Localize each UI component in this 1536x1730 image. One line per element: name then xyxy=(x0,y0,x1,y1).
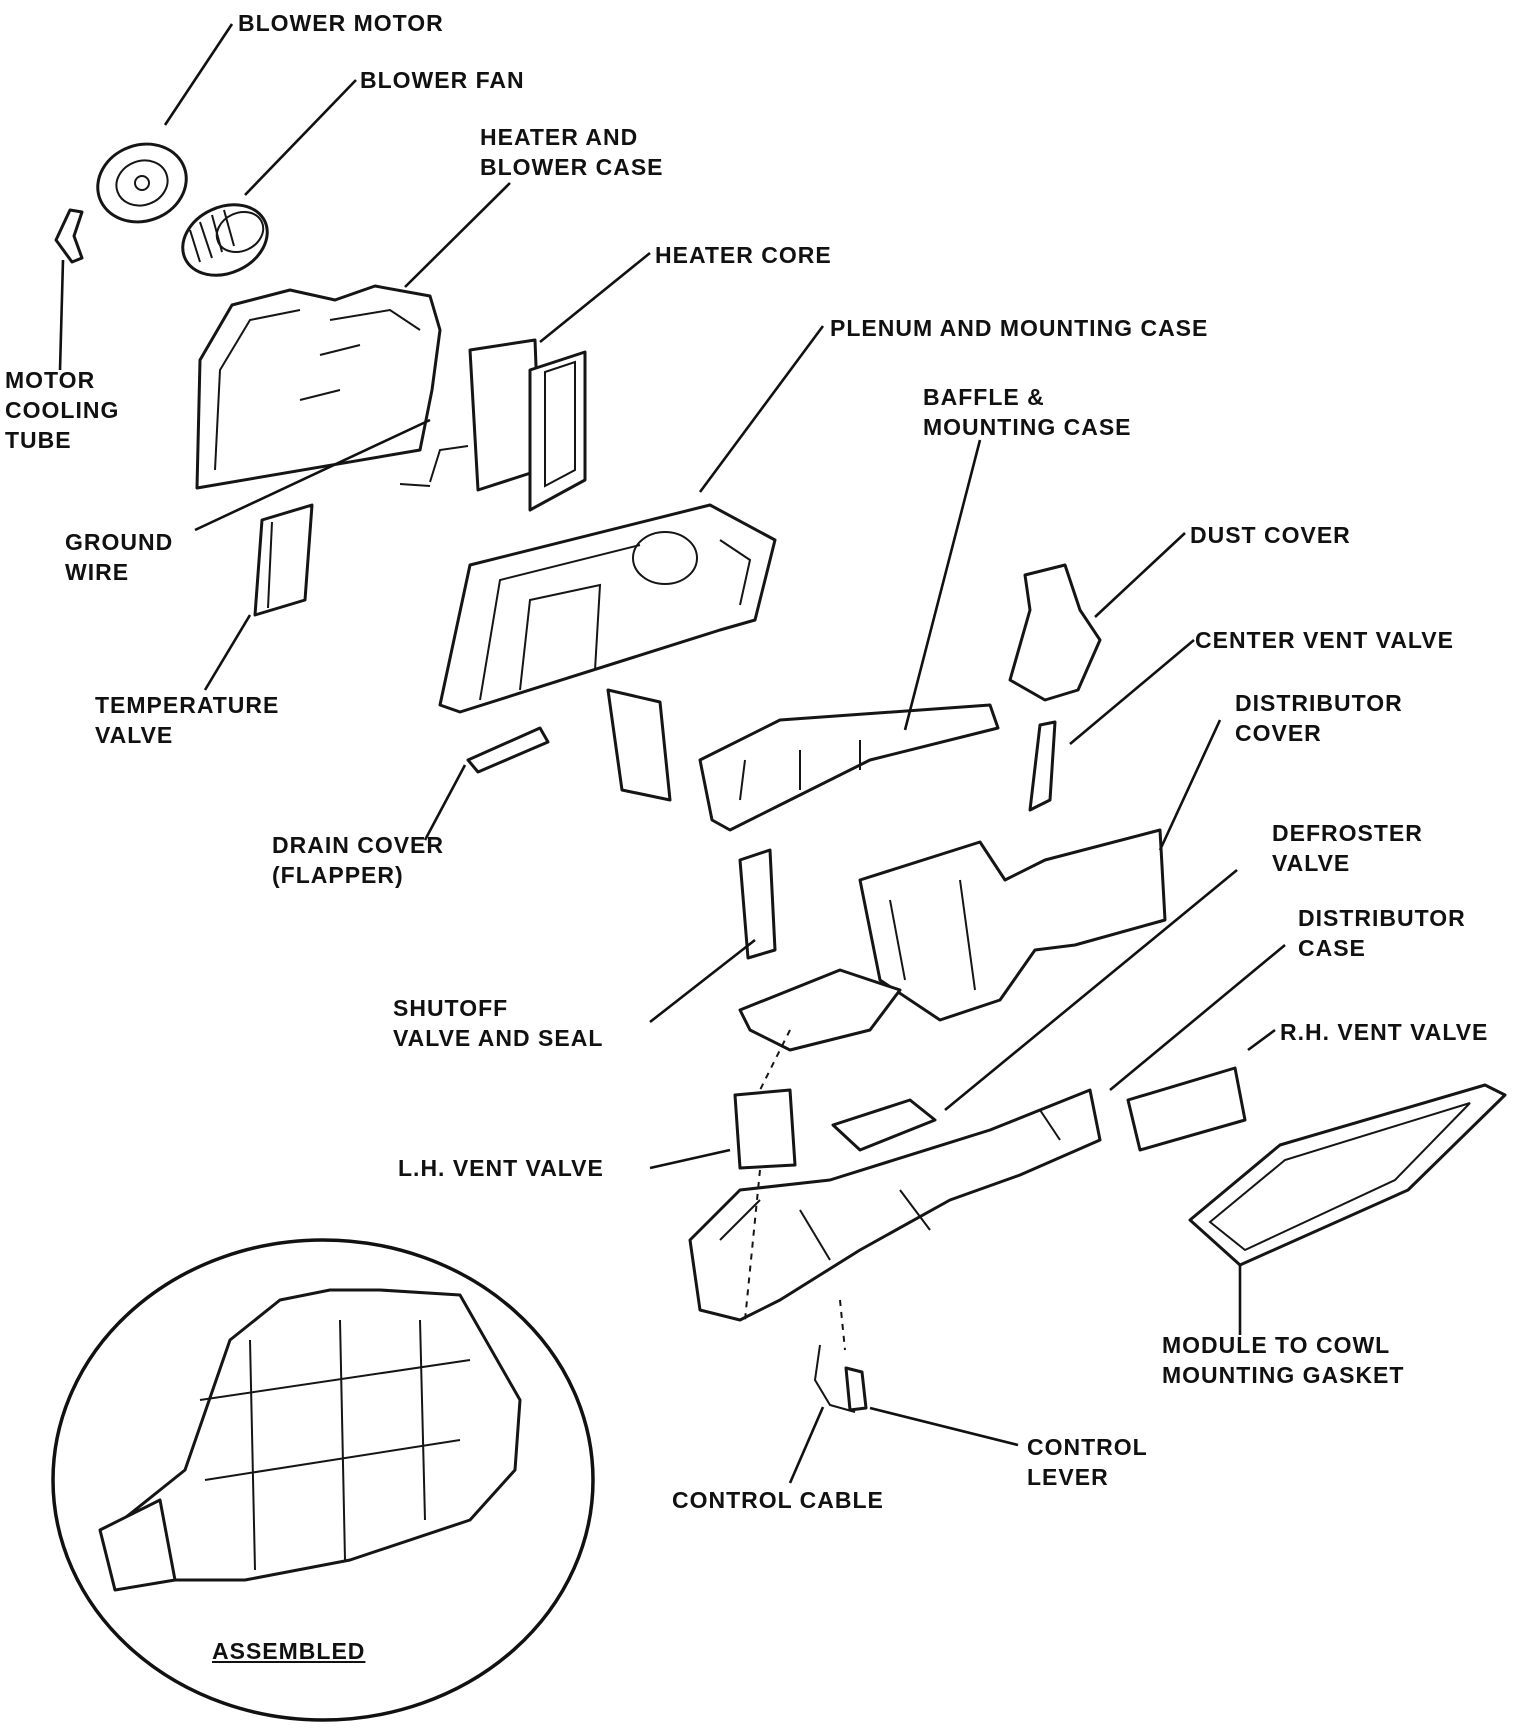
label-defroster-valve: DEFROSTER VALVE xyxy=(1272,820,1423,876)
alignment-dashes xyxy=(744,1029,846,1351)
defroster-valve-part xyxy=(831,1098,937,1152)
label-blower-motor: BLOWER MOTOR xyxy=(238,10,444,36)
label-lh-vent-valve: L.H. VENT VALVE xyxy=(398,1155,604,1181)
leader-lines xyxy=(58,23,1286,1484)
ground-wire-part xyxy=(399,445,469,487)
heater-core-part xyxy=(468,338,587,512)
control-cable-part xyxy=(813,1344,856,1413)
lh-vent-valve-part xyxy=(733,1088,797,1170)
label-dust-cover: DUST COVER xyxy=(1190,522,1351,548)
shutoff-valve-part xyxy=(738,848,777,960)
label-baffle-case: BAFFLE & MOUNTING CASE xyxy=(923,384,1132,440)
label-ground-wire: GROUND WIRE xyxy=(65,529,174,585)
blower-fan-part xyxy=(181,203,269,277)
motor-cooling-tube-part xyxy=(54,208,84,264)
assembled-inset xyxy=(51,1238,595,1722)
label-blower-fan: BLOWER FAN xyxy=(360,67,525,93)
label-temperature-valve: TEMPERATURE VALVE xyxy=(95,692,280,748)
distributor-plate-part xyxy=(738,968,902,1052)
distributor-cover-part xyxy=(858,828,1167,1022)
label-plenum-case: PLENUM AND MOUNTING CASE xyxy=(830,315,1209,341)
label-distributor-case: DISTRIBUTOR CASE xyxy=(1298,905,1466,961)
label-shutoff-valve: SHUTOFF VALVE AND SEAL xyxy=(393,995,604,1051)
label-heater-blower-case: HEATER AND BLOWER CASE xyxy=(480,124,664,180)
distributor-case-part xyxy=(688,1088,1102,1322)
shutoff-seal-part xyxy=(606,688,672,802)
heater-blower-case-part xyxy=(195,284,442,490)
control-lever-part xyxy=(844,1366,868,1412)
rh-vent-valve-part xyxy=(1126,1066,1247,1152)
label-heater-core: HEATER CORE xyxy=(655,242,832,268)
label-center-vent-valve: CENTER VENT VALVE xyxy=(1195,627,1454,653)
plenum-case-part xyxy=(438,503,777,714)
label-drain-cover: DRAIN COVER (FLAPPER) xyxy=(272,832,445,888)
dust-cover-part xyxy=(1008,563,1102,702)
label-control-cable: CONTROL CABLE xyxy=(672,1487,884,1513)
label-assembled: ASSEMBLED xyxy=(212,1638,366,1664)
label-control-lever: CONTROL LEVER xyxy=(1027,1434,1148,1490)
drain-cover-part xyxy=(466,726,550,774)
label-distributor-cover: DISTRIBUTOR COVER xyxy=(1235,690,1403,746)
label-rh-vent-valve: R.H. VENT VALVE xyxy=(1280,1019,1489,1045)
label-gasket: MODULE TO COWL MOUNTING GASKET xyxy=(1162,1332,1405,1388)
temperature-valve-part xyxy=(253,503,314,617)
baffle-case-part xyxy=(698,703,1000,832)
label-motor-cooling-tube: MOTOR COOLING TUBE xyxy=(5,367,120,453)
blower-motor-part xyxy=(96,142,188,224)
center-vent-valve-part xyxy=(1028,720,1057,812)
